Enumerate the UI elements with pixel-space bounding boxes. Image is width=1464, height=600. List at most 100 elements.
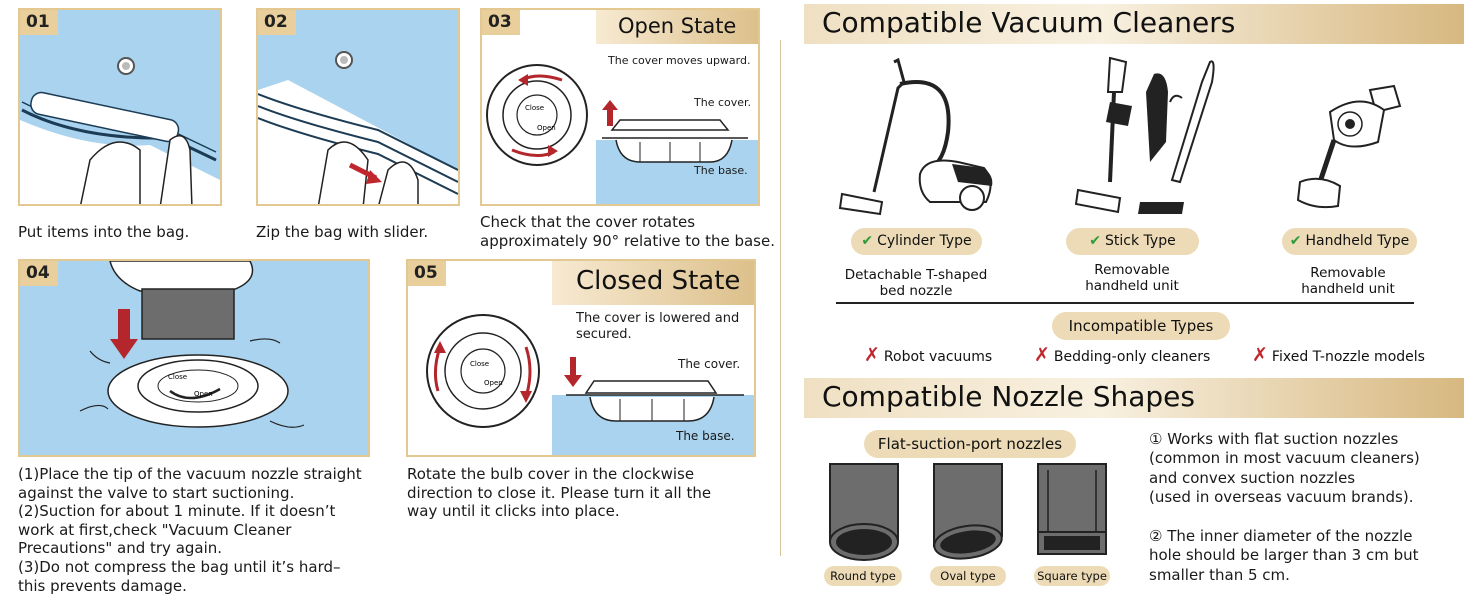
down-arrow-icon (564, 357, 582, 387)
compatible-rule (836, 302, 1414, 304)
incompatible-item-tnozzle: ✗Fixed T-nozzle models (1252, 344, 1425, 366)
desc-line: handheld unit (1301, 281, 1395, 297)
caption-line: (2)Suction for about 1 minute. If it doe… (18, 502, 336, 521)
incompatible-title: Incompatible Types (1068, 317, 1214, 335)
step-02-panel: 02 (256, 8, 460, 206)
note-line: (used in overseas vacuum brands). (1149, 487, 1414, 506)
check-icon: ✔ (861, 233, 874, 249)
handheld-desc: Removable handheld unit (1268, 265, 1428, 297)
incompatible-label: Fixed T-nozzle models (1271, 349, 1425, 365)
closed-base-label: The base. (676, 429, 735, 443)
step-number: 04 (20, 261, 58, 286)
open-cover-diagram (602, 119, 748, 163)
note-line: smaller than 5 cm. (1149, 565, 1290, 584)
desc-line: bed nozzle (879, 283, 953, 299)
stick-vacuum-image (1074, 56, 1215, 214)
zip-illustration (258, 10, 458, 204)
closed-state-note-line1: The cover is lowered and (576, 311, 740, 326)
step-number: 01 (20, 10, 58, 35)
nozzle-subtitle: Flat-suction-port nozzles (877, 435, 1063, 453)
check-icon: ✔ (1289, 233, 1302, 249)
valve-open-label: Open (484, 379, 503, 387)
step-05-caption: Rotate the bulb cover in the clockwise d… (407, 465, 711, 521)
x-mark-icon: ✗ (864, 344, 880, 366)
valve-close-label: Close (168, 373, 187, 381)
caption-line: against the valve to start suctioning. (18, 483, 295, 502)
note-line: ① Works with flat suction nozzles (1149, 430, 1399, 448)
caption-line: direction to close it. Please turn it al… (407, 483, 712, 502)
valve-close-label: Close (470, 360, 489, 368)
section-divider (780, 40, 781, 556)
step-04-panel: 04 Close Open (18, 259, 370, 457)
badge-label: Stick Type (1105, 233, 1176, 249)
step-01-panel: 01 (18, 8, 222, 206)
stick-desc: Removable handheld unit (1052, 262, 1212, 294)
nozzle-note-1: ① Works with flat suction nozzles (commo… (1149, 430, 1420, 507)
up-arrow-icon (602, 100, 618, 126)
round-nozzle-image (829, 463, 899, 561)
closed-cover-label: The cover. (678, 357, 741, 371)
handheld-type-badge: ✔Handheld Type (1282, 228, 1417, 255)
nozzle-subtitle-badge: Flat-suction-port nozzles (864, 430, 1076, 458)
open-state-header: Open State (596, 10, 758, 44)
handheld-vacuum-image (1296, 84, 1402, 209)
note-line: (common in most vacuum cleaners) (1149, 449, 1420, 468)
step-03-panel: 03 Close Open Open State The cover moves… (480, 8, 760, 206)
step-number: 05 (408, 261, 446, 286)
round-type-tag: Round type (824, 566, 902, 586)
incompatible-label: Robot vacuums (883, 349, 993, 365)
check-icon: ✔ (1089, 233, 1102, 249)
desc-line: handheld unit (1085, 278, 1179, 294)
incompatible-item-bedding: ✗Bedding-only cleaners (1034, 344, 1210, 366)
closed-valve-illustration: Close Open (426, 314, 540, 428)
note-line: ② The inner diameter of the nozzle (1149, 527, 1413, 545)
badge-label: Cylinder Type (877, 233, 972, 249)
oval-nozzle-image (933, 463, 1003, 560)
bag-illustration (20, 10, 220, 204)
caption-line: work at first,check "Vacuum Cleaner (18, 520, 292, 539)
desc-line: Detachable T-shaped (844, 267, 988, 283)
step-01-caption: Put items into the bag. (18, 223, 190, 241)
closed-state-header: Closed State (552, 261, 754, 305)
caption-line: this prevents damage. (18, 576, 187, 595)
valve-close-label: Close (525, 104, 544, 112)
incompatible-label: Bedding-only cleaners (1053, 349, 1211, 365)
caption-line: Precautions" and try again. (18, 539, 223, 558)
open-state-title: Open State (618, 14, 737, 38)
badge-label: Handheld Type (1305, 233, 1410, 249)
oval-type-tag: Oval type (930, 566, 1006, 586)
desc-line: Removable (1310, 265, 1386, 281)
step-03-caption-line1: Check that the cover rotates (480, 213, 696, 231)
valve-open-label: Open (194, 390, 213, 398)
nozzle-title: Compatible Nozzle Shapes (822, 380, 1195, 413)
suction-illustration: Close Open (20, 261, 368, 455)
x-mark-icon: ✗ (1034, 344, 1050, 366)
caption-line: Rotate the bulb cover in the clockwise (407, 465, 695, 483)
x-mark-icon: ✗ (1252, 344, 1268, 366)
incompatible-badge: Incompatible Types (1052, 312, 1230, 340)
step-04-caption: (1)Place the tip of the vacuum nozzle st… (18, 465, 362, 595)
step-number: 02 (258, 10, 296, 35)
closed-cover-diagram (566, 380, 744, 422)
cylinder-desc: Detachable T-shaped bed nozzle (836, 267, 996, 299)
open-cover-label: The cover. (694, 96, 752, 109)
incompatible-item-robot: ✗Robot vacuums (864, 344, 992, 366)
note-line: and convex suction nozzles (1149, 468, 1356, 487)
cylinder-vacuum-image (838, 57, 993, 216)
square-type-tag: Square type (1034, 566, 1110, 586)
stick-type-badge: ✔Stick Type (1066, 228, 1199, 255)
compatible-header: Compatible Vacuum Cleaners (804, 4, 1464, 44)
compatible-title: Compatible Vacuum Cleaners (822, 6, 1236, 39)
nozzle-note-2: ② The inner diameter of the nozzle hole … (1149, 527, 1418, 585)
square-nozzle-image (1037, 463, 1107, 555)
step-05-panel: 05 Close Open Closed State The cover is … (406, 259, 756, 457)
open-base-label: The base. (694, 164, 748, 177)
open-valve-illustration: Close Open (486, 64, 588, 166)
caption-line: (1)Place the tip of the vacuum nozzle st… (18, 465, 362, 483)
closed-state-title: Closed State (576, 266, 741, 296)
desc-line: Removable (1094, 262, 1170, 278)
step-03-caption-line2: approximately 90° relative to the base. (480, 232, 775, 250)
nozzle-header: Compatible Nozzle Shapes (804, 378, 1464, 418)
step-number: 03 (482, 10, 520, 35)
step-02-caption: Zip the bag with slider. (256, 223, 429, 241)
